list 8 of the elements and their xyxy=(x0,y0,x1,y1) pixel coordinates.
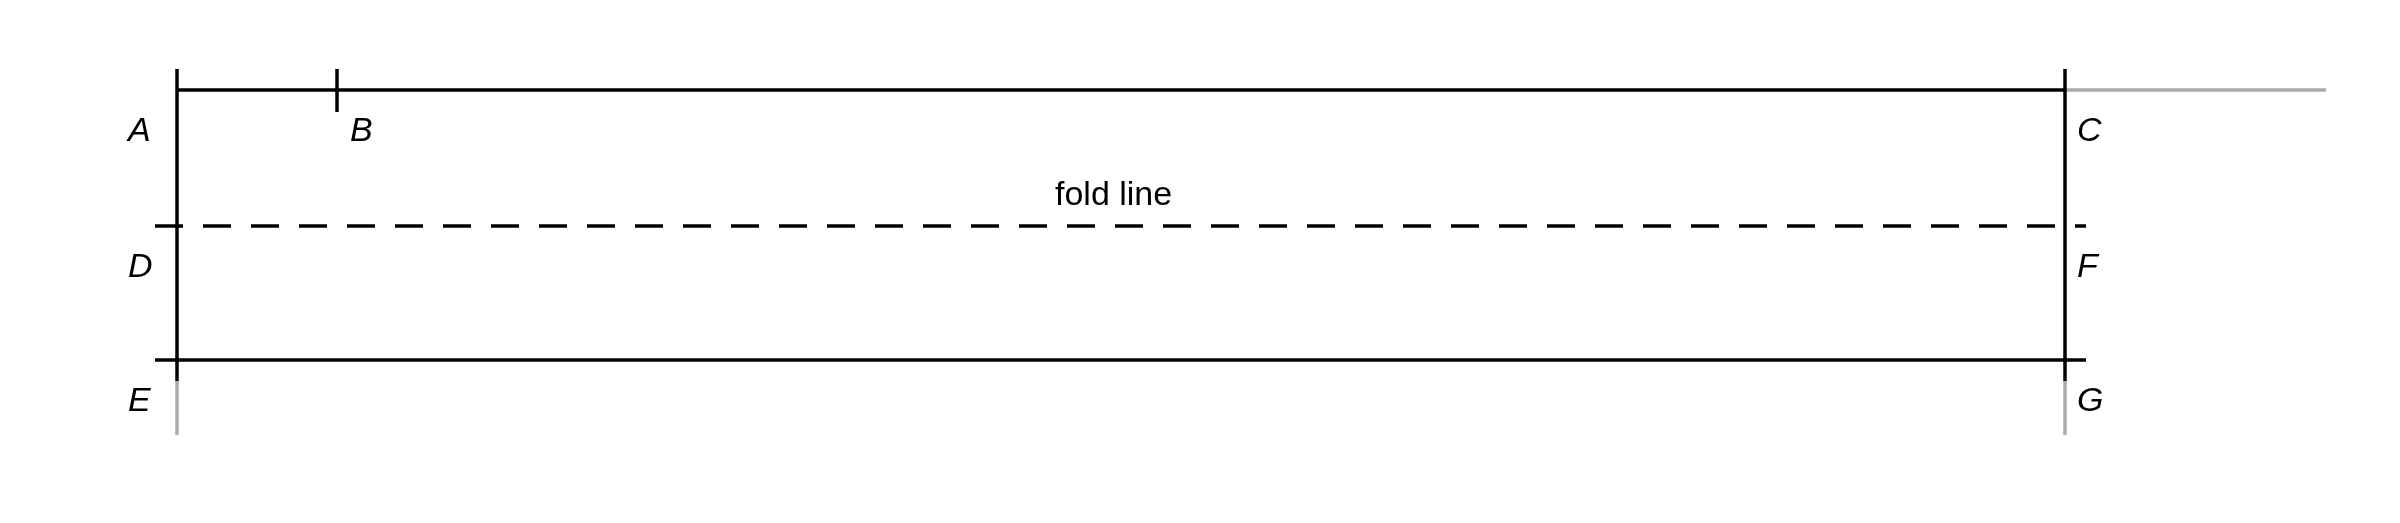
point-label: F xyxy=(2077,248,2098,282)
point-label: D xyxy=(128,248,153,282)
point-label: E xyxy=(128,382,151,416)
point-label: C xyxy=(2077,112,2102,146)
point-label: B xyxy=(350,112,373,146)
point-label: A xyxy=(128,112,151,146)
point-label: G xyxy=(2077,382,2104,416)
fold-line-label: fold line xyxy=(1055,176,1173,210)
